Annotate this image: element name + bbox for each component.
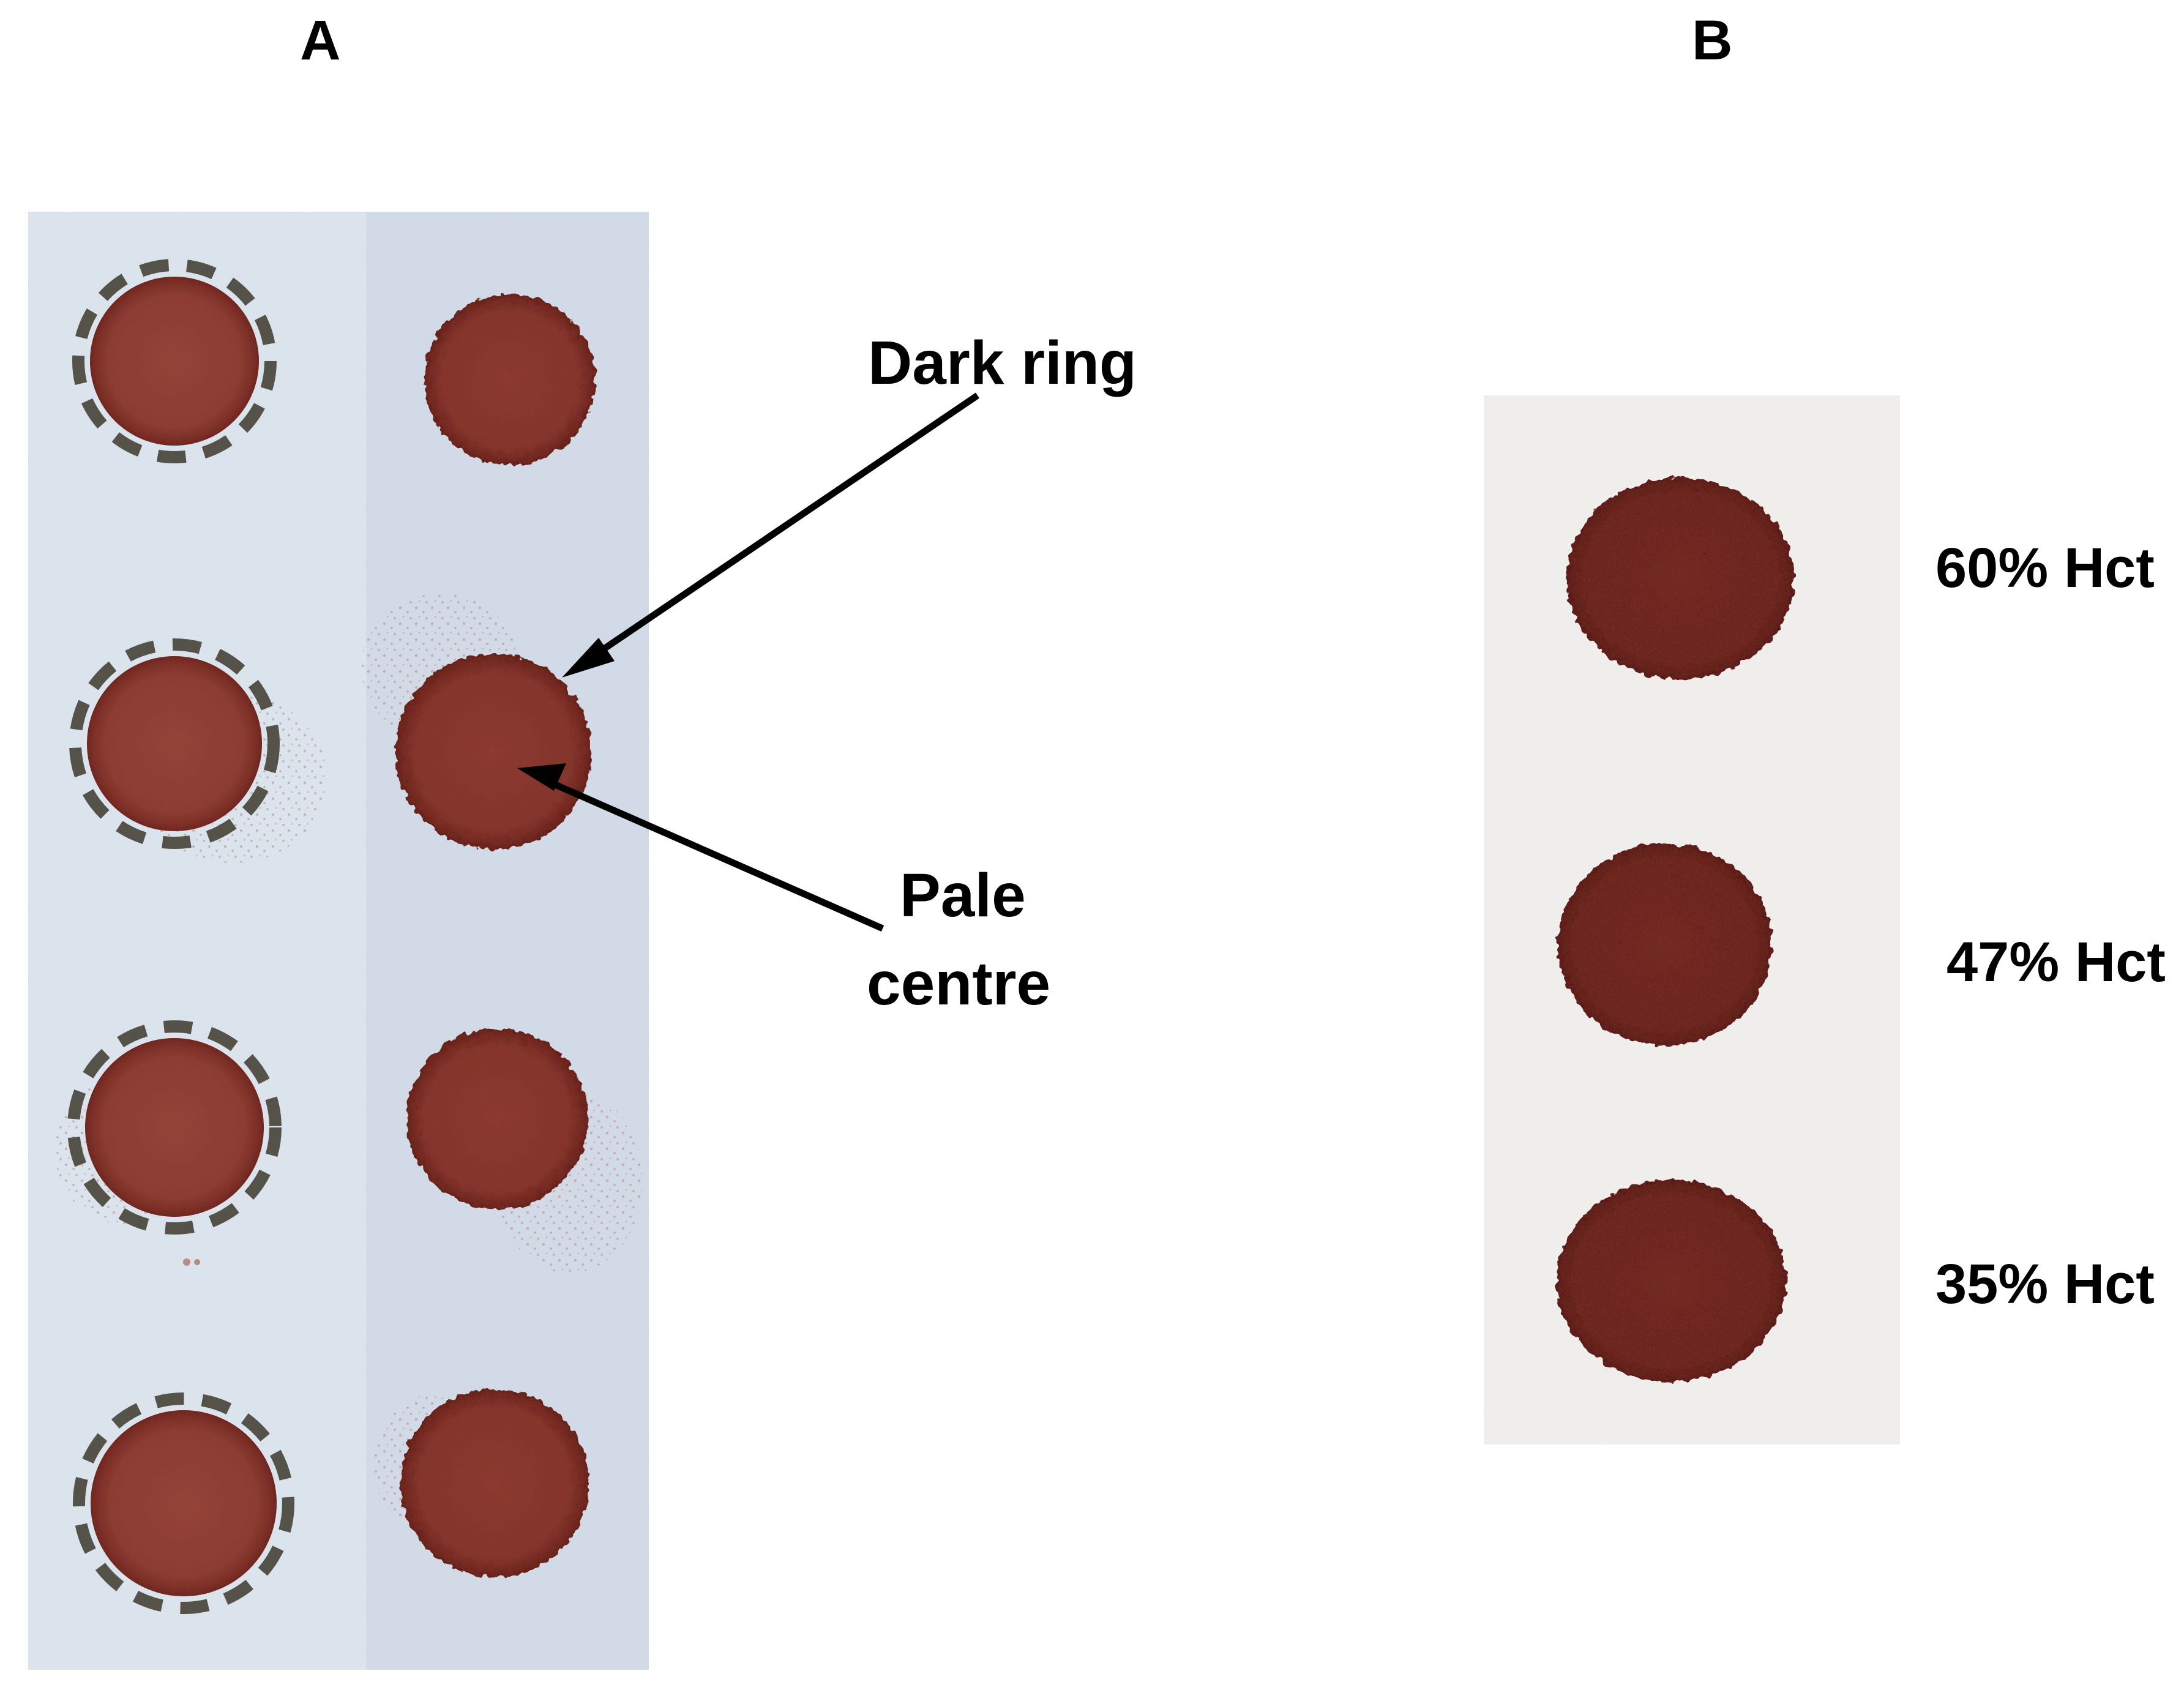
blood-spot [73,1392,294,1614]
pale-centre-label-line1: Pale [900,861,1026,930]
hct-label-35: 35% Hct [1935,1253,2155,1315]
pale-centre-arrow [537,774,884,932]
pale-centre-arrowhead [517,763,566,791]
blood-spot [400,1389,589,1577]
hct-label-60: 60% Hct [1935,537,2155,599]
dark-ring-arrow [579,392,980,667]
pale-centre-label-line2: centre [867,949,1051,1018]
panel-b-label: B [1692,9,1733,72]
blood-spot-60-hct [1566,477,1794,679]
blood-spot-35-hct [1556,1180,1786,1382]
blood-spot [67,1020,282,1235]
annotation-arrows [517,392,980,932]
dashed-guide-circle [73,1392,294,1614]
blood-spot [406,1028,588,1209]
dashed-guide-circle [72,259,277,463]
blood-spot [424,294,596,465]
blood-spot-47-hct [1558,843,1772,1045]
dark-ring-label: Dark ring [868,329,1137,397]
panel-a-photo [28,212,649,1670]
panel-a-label: A [300,9,341,72]
blood-spot-dark-ring [395,654,591,850]
dashed-guide-circle [69,638,280,849]
hct-label-47: 47% Hct [1947,931,2166,993]
dashed-guide-circle [67,1020,282,1235]
panel-b-photo [1484,395,1900,1444]
dark-ring-arrowhead [562,638,615,678]
blood-spot [72,259,277,463]
blood-spot [69,638,280,849]
